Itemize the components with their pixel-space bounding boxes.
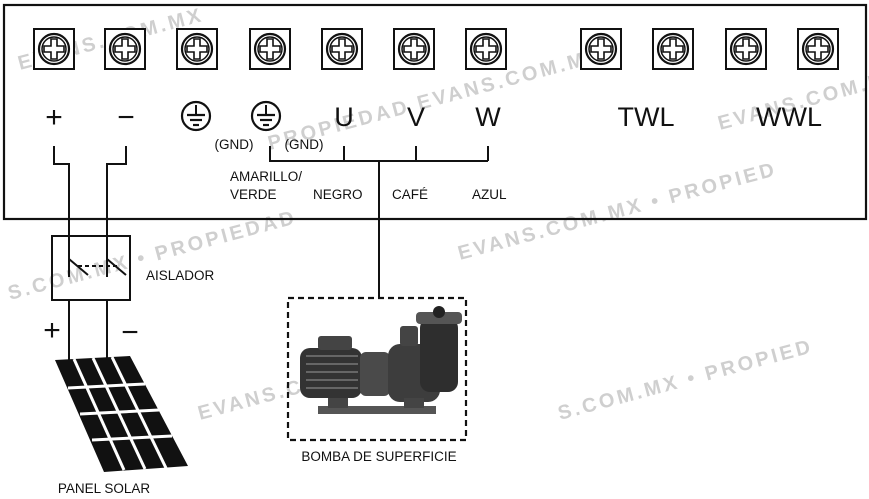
screw-terminal-icon <box>464 27 508 71</box>
pump-image <box>300 306 462 414</box>
pump-label: BOMBA DE SUPERFICIE <box>301 449 456 464</box>
wire-label-w: AZUL <box>472 187 507 202</box>
twl-terminal-label: TWL <box>618 102 675 132</box>
panel-plus-label: + <box>43 314 61 347</box>
wire-label-ground-2: VERDE <box>230 187 277 202</box>
ground-icon <box>250 100 282 132</box>
wire-label-v: CAFÉ <box>392 187 428 202</box>
screw-terminal-icon <box>579 27 623 71</box>
panel-minus-label: − <box>121 316 139 349</box>
wiring-lines <box>53 146 489 297</box>
svg-text:S.COM.MX • PROPIED: S.COM.MX • PROPIED <box>556 335 816 424</box>
w-terminal-label: W <box>475 102 501 132</box>
solar-panel-icon <box>55 356 188 472</box>
ground-icon <box>180 100 212 132</box>
minus-terminal-label: − <box>117 101 135 134</box>
screw-terminal-icon <box>32 27 76 71</box>
screw-terminal-icon <box>651 27 695 71</box>
screw-terminal-icon <box>175 27 219 71</box>
panel-label: PANEL SOLAR <box>58 481 151 496</box>
svg-text:S.COM.MX • PROPIEDAD: S.COM.MX • PROPIEDAD <box>6 206 300 304</box>
gnd-label-1: (GND) <box>215 137 254 152</box>
isolator-label: AISLADOR <box>146 268 215 283</box>
screw-terminal-icon <box>103 27 147 71</box>
wire-label-u: NEGRO <box>313 187 363 202</box>
svg-text:EVANS.COM.MX • PROPIED: EVANS.COM.MX • PROPIED <box>456 158 780 264</box>
switch-icon <box>68 250 127 360</box>
u-terminal-label: U <box>334 102 354 132</box>
screw-terminal-icon <box>320 27 364 71</box>
terminal-block-left <box>32 27 508 71</box>
isolator-box <box>51 235 131 301</box>
v-terminal-label: V <box>407 102 425 132</box>
screw-terminal-icon <box>248 27 292 71</box>
controller-box <box>2 3 868 221</box>
wwl-terminal-label: WWL <box>756 102 822 132</box>
wire-label-ground-1: AMARILLO/ <box>230 169 302 184</box>
screw-terminal-icon <box>724 27 768 71</box>
screw-terminal-icon <box>392 27 436 71</box>
screw-terminal-icon <box>796 27 840 71</box>
gnd-label-2: (GND) <box>285 137 324 152</box>
terminal-block-right <box>579 27 840 71</box>
plus-terminal-label: + <box>45 101 63 134</box>
